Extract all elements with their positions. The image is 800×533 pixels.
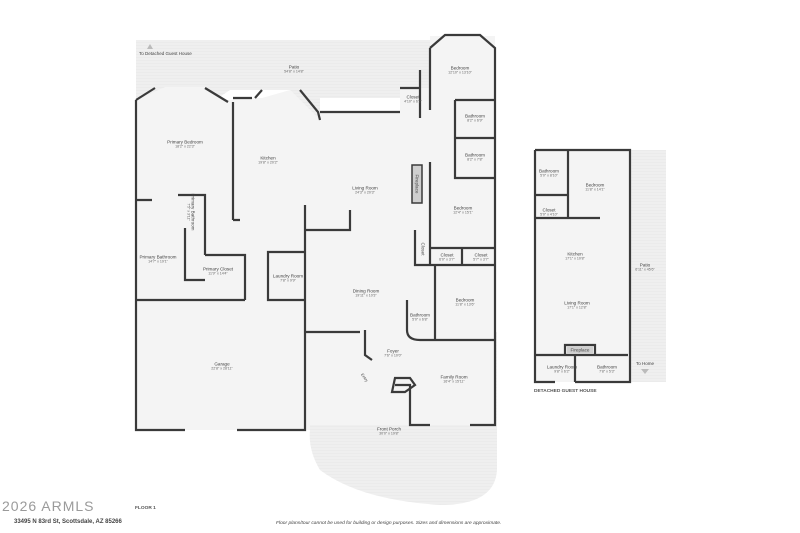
guest-room-fireplace: Fireplace — [570, 347, 590, 353]
room-fireplace: Fireplace — [414, 174, 420, 194]
guest-patio-area — [628, 150, 666, 382]
to-home-arrow-icon — [641, 369, 649, 374]
walls — [134, 33, 632, 432]
guest-fireplace-shape — [567, 346, 593, 354]
guest-house-title: DETACHED GUEST HOUSE — [534, 389, 597, 394]
guest-interior — [535, 150, 630, 382]
to-home-label: To Home — [636, 361, 655, 366]
floor-label: FLOOR 1 — [135, 506, 156, 511]
to-guest-house-label: To Detached Guest House — [139, 51, 192, 56]
address: 33495 N 83rd St, Scottsdale, AZ 85266 — [14, 519, 122, 525]
room-closet: Closet — [420, 242, 426, 256]
guest-house-arrow-icon — [147, 44, 153, 49]
main-interior — [136, 36, 495, 430]
fireplace-shape — [411, 164, 423, 204]
disclaimer: Floor plans/tour cannot be used for buil… — [276, 521, 502, 526]
watermark-logo: 2026 ARMLS — [2, 498, 95, 514]
